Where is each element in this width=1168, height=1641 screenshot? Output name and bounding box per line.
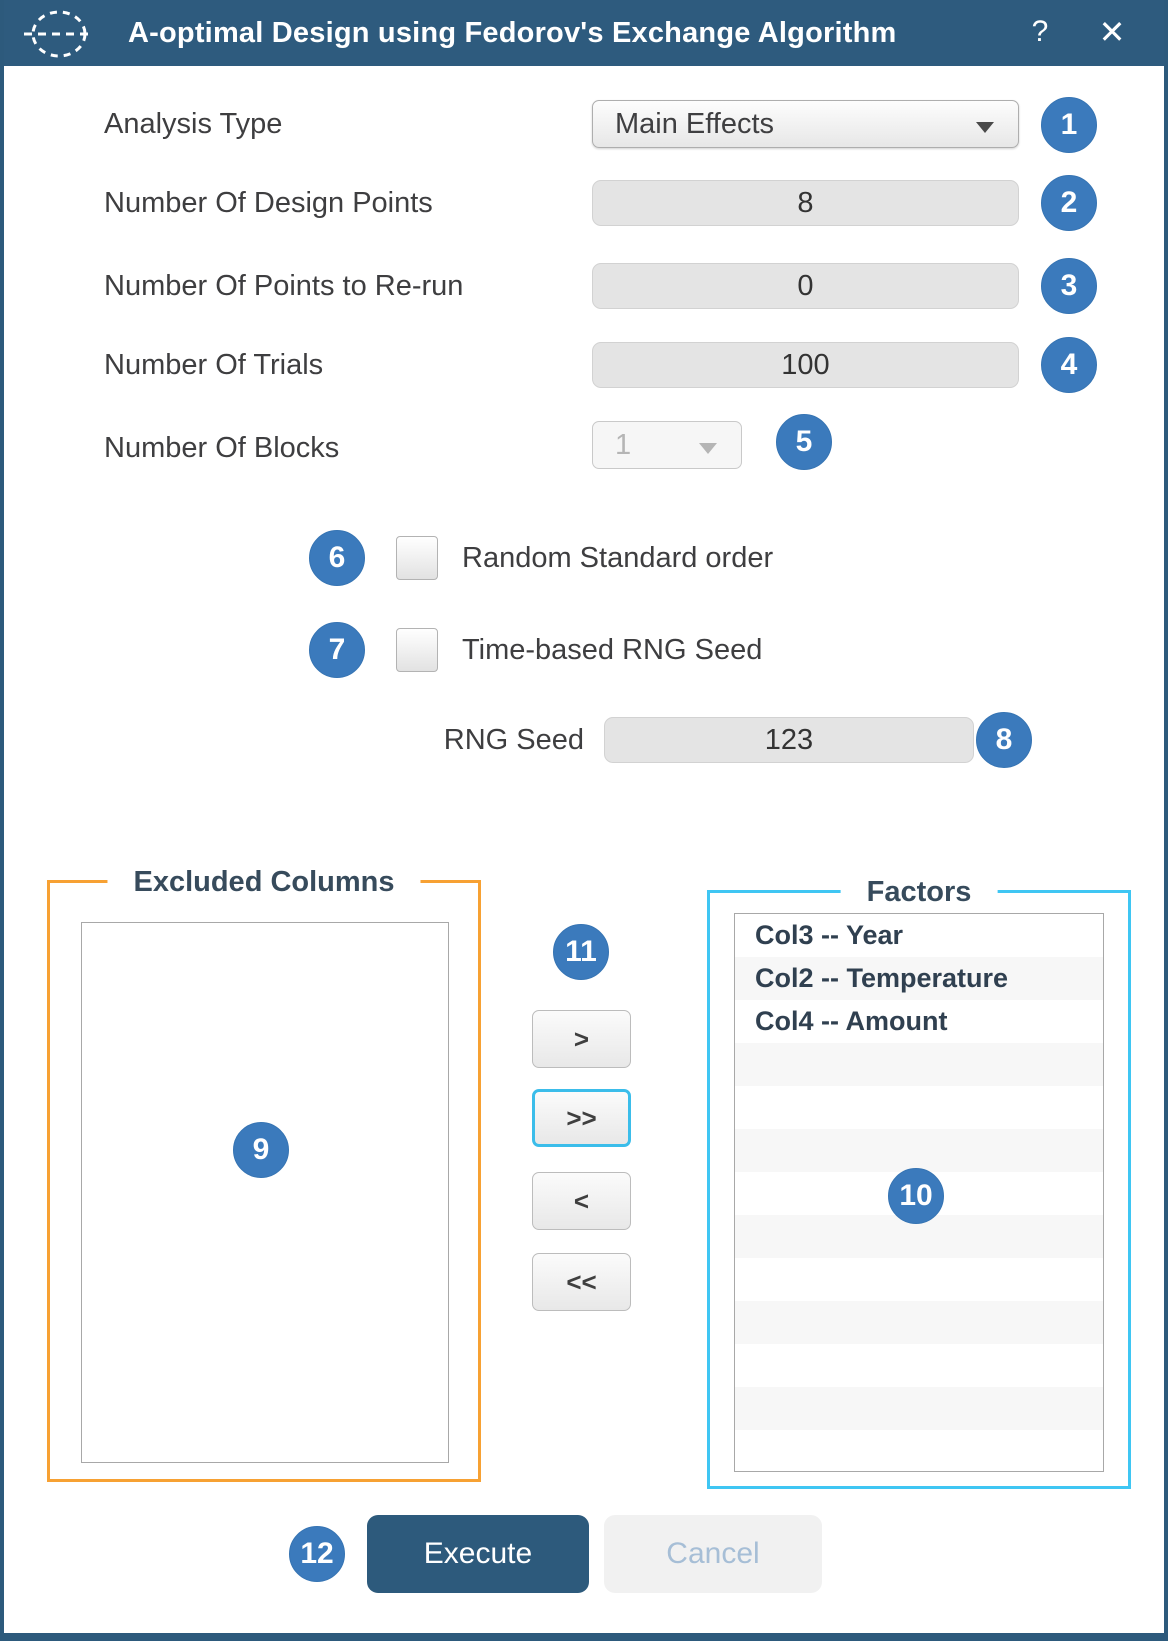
time-based-rng-seed-checkbox[interactable] xyxy=(396,628,438,672)
execute-button[interactable]: Execute xyxy=(367,1515,589,1593)
cancel-button[interactable]: Cancel xyxy=(604,1515,822,1593)
step-badge-10: 10 xyxy=(888,1168,944,1224)
list-item-empty xyxy=(735,1430,1103,1471)
excluded-columns-group: Excluded Columns xyxy=(47,861,481,1482)
excluded-columns-title: Excluded Columns xyxy=(107,861,421,903)
blocks-dropdown: 1 xyxy=(592,421,742,469)
step-badge-4: 4 xyxy=(1041,337,1097,393)
list-item[interactable]: Col3 -- Year xyxy=(755,920,904,950)
factors-title: Factors xyxy=(840,871,998,913)
design-points-input[interactable]: 8 xyxy=(592,180,1019,226)
rng-seed-label: RNG Seed xyxy=(443,724,584,756)
trials-label: Number Of Trials xyxy=(104,349,324,381)
random-standard-order-label: Random Standard order xyxy=(462,542,774,574)
step-badge-5: 5 xyxy=(776,414,832,470)
rng-seed-input[interactable]: 123 xyxy=(604,717,974,763)
move-all-left-button[interactable]: << xyxy=(532,1253,631,1311)
step-badge-11: 11 xyxy=(553,924,609,980)
list-item-empty xyxy=(735,1043,1103,1086)
list-item[interactable]: Col4 -- Amount xyxy=(755,1006,948,1036)
app-icon xyxy=(24,10,94,58)
list-item[interactable]: Col2 -- Temperature xyxy=(735,957,1103,1000)
step-badge-6: 6 xyxy=(309,530,365,586)
move-right-button[interactable]: > xyxy=(532,1010,631,1068)
list-item-empty xyxy=(735,1301,1103,1344)
trials-input[interactable]: 100 xyxy=(592,342,1019,388)
list-item-empty xyxy=(735,1129,1103,1172)
list-item-empty xyxy=(735,1387,1103,1430)
move-all-right-button[interactable]: >> xyxy=(532,1089,631,1147)
list-item-empty xyxy=(735,1258,1103,1301)
close-icon[interactable]: ✕ xyxy=(1098,14,1126,50)
window-title: A-optimal Design using Fedorov's Exchang… xyxy=(128,17,897,49)
title-bar: A-optimal Design using Fedorov's Exchang… xyxy=(4,0,1164,66)
step-badge-12: 12 xyxy=(289,1526,345,1582)
step-badge-7: 7 xyxy=(309,622,365,678)
step-badge-2: 2 xyxy=(1041,175,1097,231)
rerun-points-label: Number Of Points to Re-run xyxy=(104,270,464,302)
help-button[interactable]: ? xyxy=(1031,15,1049,48)
rerun-points-input[interactable]: 0 xyxy=(592,263,1019,309)
step-badge-8: 8 xyxy=(976,712,1032,768)
move-left-button[interactable]: < xyxy=(532,1172,631,1230)
step-badge-3: 3 xyxy=(1041,258,1097,314)
blocks-label: Number Of Blocks xyxy=(104,432,340,464)
time-based-rng-seed-label: Time-based RNG Seed xyxy=(462,634,763,666)
analysis-type-label: Analysis Type xyxy=(104,108,283,140)
analysis-type-value: Main Effects xyxy=(615,108,775,140)
step-badge-1: 1 xyxy=(1041,97,1097,153)
chevron-down-icon xyxy=(699,443,717,454)
list-item-empty xyxy=(735,1086,1103,1129)
step-badge-9: 9 xyxy=(233,1122,289,1178)
random-standard-order-checkbox[interactable] xyxy=(396,536,438,580)
chevron-down-icon xyxy=(976,122,994,133)
excluded-columns-list[interactable] xyxy=(81,922,449,1463)
list-item-empty xyxy=(735,1344,1103,1387)
analysis-type-dropdown[interactable]: Main Effects xyxy=(592,100,1019,148)
design-points-label: Number Of Design Points xyxy=(104,187,433,219)
blocks-value: 1 xyxy=(615,429,632,461)
